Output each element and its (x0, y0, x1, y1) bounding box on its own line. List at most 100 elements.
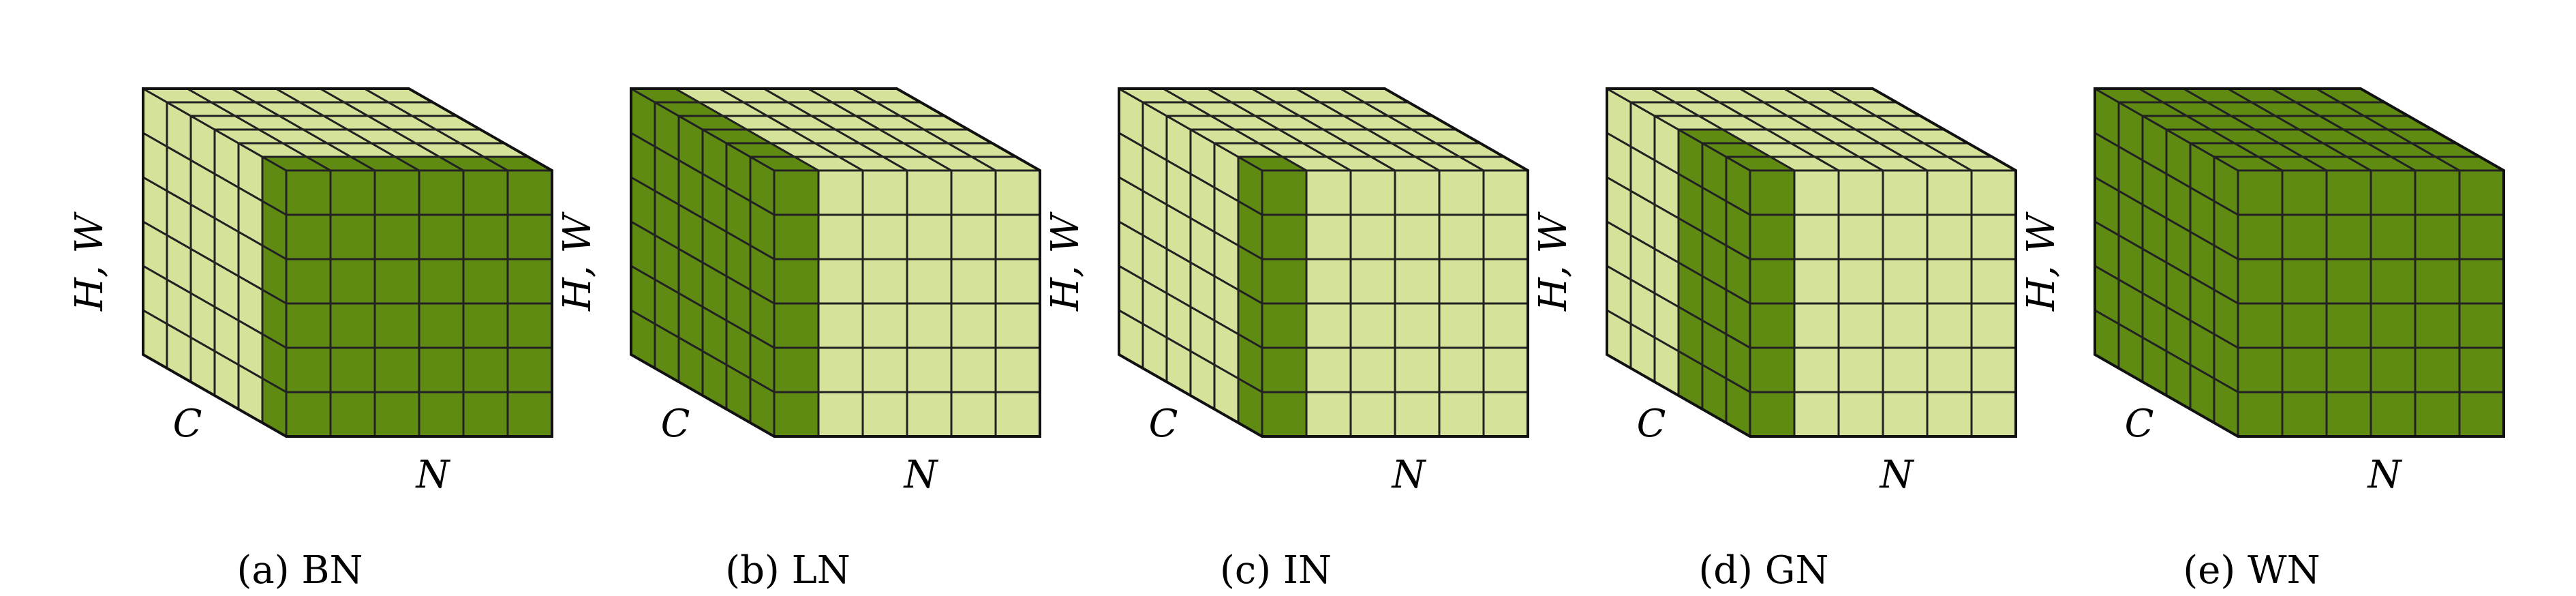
cube-cell-front (2325, 169, 2372, 216)
cube-cell-front (285, 169, 332, 216)
cube-cell-front (2281, 346, 2328, 393)
cube-cell-front (2458, 391, 2505, 438)
cube-cell-front (1793, 169, 1840, 216)
cube-cell-front (1837, 169, 1884, 216)
cube-cell-front (1394, 213, 1441, 260)
cube-cell-front (1970, 213, 2017, 260)
cube-cell-front (1882, 258, 1929, 305)
cube-cell-front (1438, 346, 1485, 393)
cube-cell-front (906, 391, 953, 438)
cube-cell-front (950, 391, 997, 438)
cube-cell-front (773, 346, 820, 393)
cube-cell-front (1837, 258, 1884, 305)
cube (142, 87, 553, 438)
cube-cell-front (2281, 391, 2328, 438)
cube-cell-front (1793, 302, 1840, 349)
cube-cell-front (1926, 346, 1973, 393)
cube-cell-front (1926, 302, 1973, 349)
cube-cell-front (773, 302, 820, 349)
cube-cell-front (950, 258, 997, 305)
panel-in: H, WCN(c) IN (1043, 87, 1529, 593)
cube-cell-front (994, 346, 1041, 393)
cube-cell-front (1482, 213, 1529, 260)
cube-cell-front (1305, 302, 1352, 349)
cube-cell-front (1749, 346, 1796, 393)
cube-cell-front (2414, 258, 2461, 305)
axis-label-n: N (2367, 453, 2403, 497)
cube-cell-front (817, 302, 864, 349)
cube-cell-front (1926, 391, 1973, 438)
cube-cell-front (2325, 258, 2372, 305)
cube-cell-front (1394, 391, 1441, 438)
cube-cell-front (2237, 302, 2284, 349)
cube-cell-front (462, 302, 509, 349)
cube-cell-front (1482, 258, 1529, 305)
cube-cell-front (2370, 346, 2417, 393)
axis-label-hw: H, W (555, 211, 600, 312)
cube-cell-front (1882, 213, 1929, 260)
cube-cell-front (2414, 391, 2461, 438)
cube-cell-front (1749, 302, 1796, 349)
cube-cell-front (1970, 391, 2017, 438)
cube-cell-front (1482, 302, 1529, 349)
panel-caption: (d) GN (1698, 548, 1828, 593)
cube-cell-front (994, 169, 1041, 216)
cube-cell-front (2281, 302, 2328, 349)
cube (630, 87, 1041, 438)
cube-cell-front (2237, 346, 2284, 393)
axis-label-n: N (1391, 453, 1427, 497)
axis-label-c: C (1637, 402, 1666, 446)
cube-cell-front (373, 391, 420, 438)
cube-cell-front (373, 258, 420, 305)
cube-cell-front (329, 258, 376, 305)
cube-cell-front (1305, 169, 1352, 216)
cube-cell-front (1837, 302, 1884, 349)
panel-gn: H, WCN(d) GN (1531, 87, 2017, 593)
cube-cell-front (994, 258, 1041, 305)
cube-outline (1118, 87, 1529, 438)
cube-cell-front (1438, 302, 1485, 349)
cube-cell-front (994, 213, 1041, 260)
cube-cell-front (1970, 258, 2017, 305)
axis-label-hw: H, W (1531, 211, 1576, 312)
axis-label-c: C (661, 402, 690, 446)
cube-cell-front (817, 346, 864, 393)
cube-cell-front (285, 213, 332, 260)
cube-cell-front (1394, 302, 1441, 349)
cube-cell-front (373, 169, 420, 216)
cube-cell-front (950, 302, 997, 349)
cube-cell-front (2370, 302, 2417, 349)
cube-cell-front (817, 213, 864, 260)
cube-cell-front (2370, 258, 2417, 305)
cube-cell-front (1882, 169, 1929, 216)
cube-cell-front (418, 391, 465, 438)
cube-cell-front (1349, 346, 1396, 393)
cube-cell-front (2237, 391, 2284, 438)
cube-cell-front (906, 302, 953, 349)
cube-cell-front (462, 391, 509, 438)
cube-cell-front (418, 346, 465, 393)
cube-cell-front (418, 213, 465, 260)
cube-cell-front (950, 169, 997, 216)
cube-cell-front (1482, 391, 1529, 438)
cube-cell-front (773, 169, 820, 216)
axis-label-c: C (2125, 402, 2154, 446)
cube-cell-front (2237, 213, 2284, 260)
cube-outline (1606, 87, 2017, 438)
cube-cell-front (1970, 302, 2017, 349)
cube-cell-front (1793, 258, 1840, 305)
cube-cell-front (1926, 213, 1973, 260)
cube-cell-front (1349, 169, 1396, 216)
cube-cell-front (1970, 169, 2017, 216)
cube-cell-front (1793, 346, 1840, 393)
panel-caption: (e) WN (2183, 548, 2320, 593)
cube-cell-front (861, 169, 908, 216)
cube-cell-front (950, 346, 997, 393)
cube-cell-front (329, 391, 376, 438)
axis-label-n: N (903, 453, 939, 497)
cube-cell-front (462, 169, 509, 216)
cube-outline (630, 87, 1041, 438)
cube-cell-front (2237, 258, 2284, 305)
cube-cell-front (2458, 346, 2505, 393)
